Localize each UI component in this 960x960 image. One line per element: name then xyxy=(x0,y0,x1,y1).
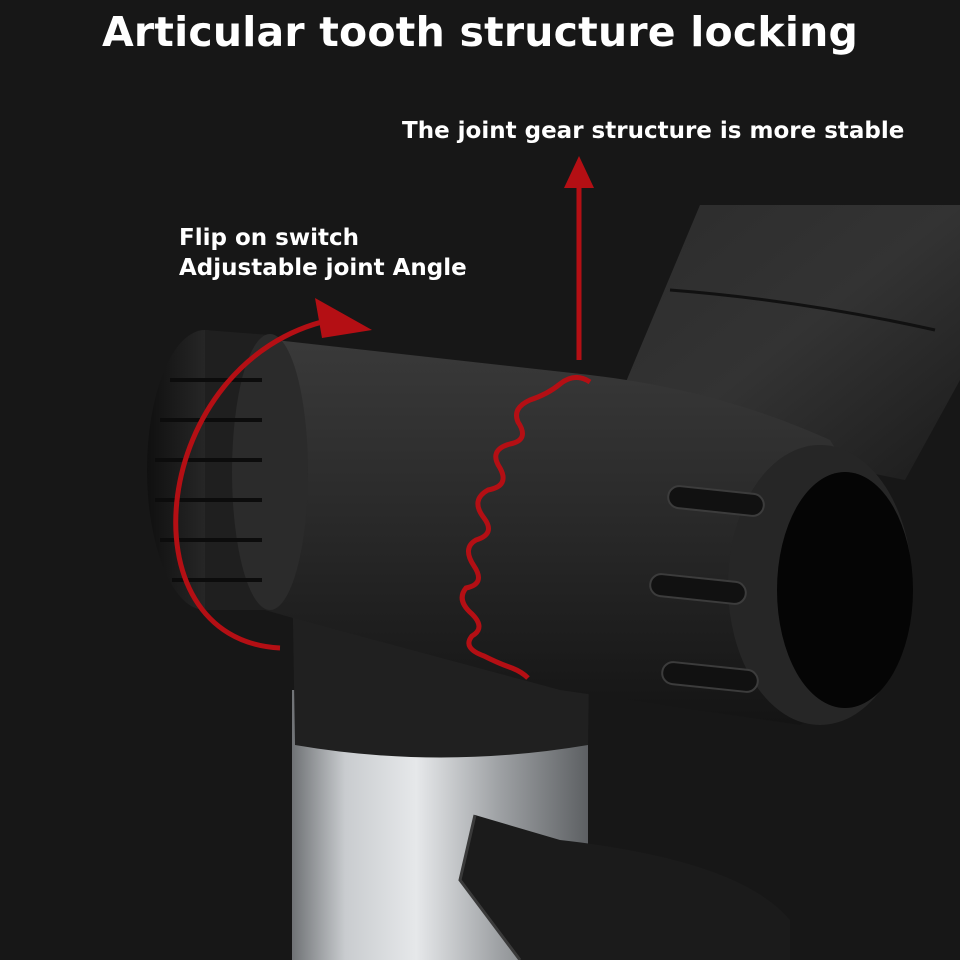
clamp-handle-edge xyxy=(458,814,522,960)
joint-body xyxy=(230,335,880,725)
rotation-arrowhead xyxy=(315,298,372,338)
gear-callout: The joint gear structure is more stable xyxy=(402,118,905,144)
knob-rim xyxy=(232,334,308,610)
flip-callout-line-1: Flip on switch xyxy=(179,225,359,251)
page-title: Articular tooth structure locking xyxy=(101,8,859,56)
upper-arm-ring xyxy=(669,288,936,332)
gear-arrow-head xyxy=(564,156,594,188)
gear-tooth-line xyxy=(459,375,592,680)
rotation-arc xyxy=(173,317,331,651)
flip-callout-line-2: Adjustable joint Angle xyxy=(179,255,467,281)
knob-ridges xyxy=(155,378,262,582)
clamp-handle xyxy=(460,815,790,960)
flip-callout: Flip on switch Adjustable joint Angle xyxy=(179,223,467,283)
slot-grooves xyxy=(649,485,765,693)
end-cap-face xyxy=(777,472,913,708)
